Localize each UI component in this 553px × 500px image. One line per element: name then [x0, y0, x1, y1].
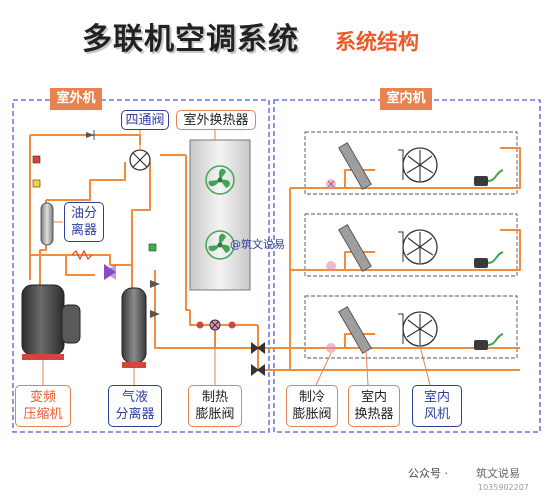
indoor-fan-label: 室内 风机: [412, 385, 462, 427]
gas-liquid-separator-icon: [121, 287, 147, 368]
gas-liquid-separator-label: 气液 分离器: [108, 385, 162, 427]
service-valve-icon: [150, 280, 160, 318]
indoor-unit-1-housing: [304, 131, 518, 195]
pressure-sensor-icon: [32, 155, 41, 164]
compressor-label: 变频 压缩机: [15, 385, 71, 427]
check-valve-icon: [86, 130, 95, 140]
indoor-unit-1: [326, 142, 438, 190]
heating-expansion-valve-label: 制热 膨胀阀: [188, 385, 242, 427]
footer-account-label: 公众号 ·: [408, 467, 448, 480]
footer-account-name: 筑文说易: [476, 467, 520, 480]
temperature-sensor-icon: [32, 179, 41, 188]
indoor-unit-2: [326, 224, 438, 272]
oil-separator-icon: [40, 202, 54, 246]
outdoor-unit-border: [12, 99, 270, 433]
indoor-unit-border: [273, 99, 541, 433]
four-way-valve-label: 四通阀: [121, 110, 169, 130]
diagram-watermark: @筑文说易: [230, 238, 285, 251]
outdoor-heat-exchanger-label: 室外换热器: [176, 110, 256, 130]
outdoor-fan-upper-icon: [205, 165, 235, 195]
cooling-expansion-valve-label: 制冷 膨胀阀: [286, 385, 338, 427]
indoor-heat-exchanger-label: 室内 换热器: [348, 385, 400, 427]
page-subtitle: 系统结构: [335, 30, 419, 54]
refrigerant-pipes: [29, 134, 521, 371]
indoor-unit-3-housing: [304, 295, 518, 359]
stop-valve-icon: [251, 342, 265, 376]
outdoor-section-label: 室外机: [50, 88, 102, 110]
drain-pump-icon: [474, 169, 504, 350]
solenoid-valve-icon: [104, 264, 116, 280]
four-way-valve-icon: [129, 149, 151, 171]
leader-lines: [42, 130, 431, 386]
footer-id: 1035902207: [478, 483, 529, 492]
indoor-unit-2-housing: [304, 213, 518, 277]
filter-coil-icon: [71, 249, 93, 261]
compressor-icon: [21, 284, 81, 360]
oil-separator-label: 油分 离器: [64, 202, 104, 242]
outdoor-fan-lower-icon: [205, 230, 235, 260]
indoor-unit-3: [326, 306, 438, 354]
page-title: 多联机空调系统: [82, 22, 299, 57]
heating-expansion-valve-icon: [196, 319, 236, 331]
indoor-section-label: 室内机: [380, 88, 432, 110]
level-sensor-icon: [148, 243, 157, 252]
outdoor-heat-exchanger-body: [189, 139, 251, 291]
